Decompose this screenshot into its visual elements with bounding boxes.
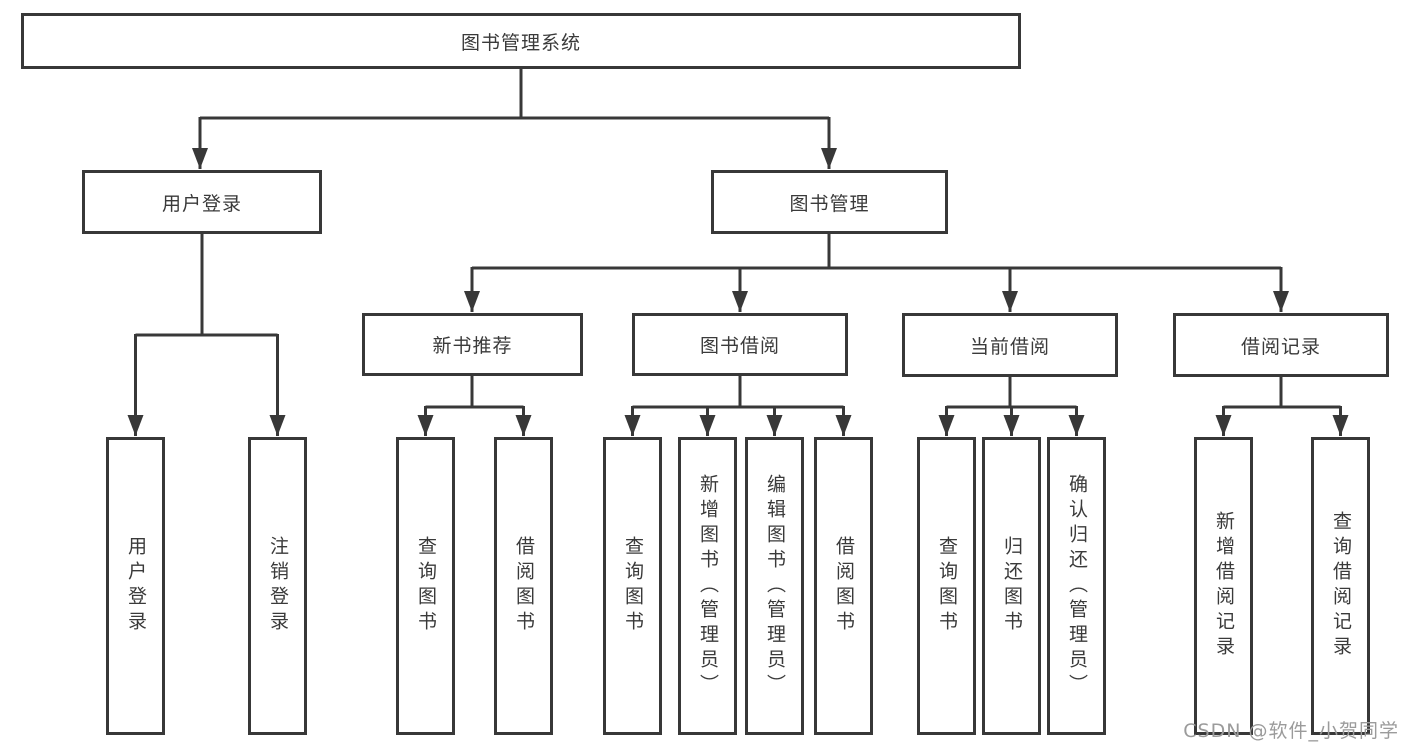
leaf-query-books-borrow-label: 查询图书 [622, 536, 644, 636]
leaf-query-books-borrow: 查询图书 [603, 437, 662, 735]
leaf-user-login: 用户登录 [106, 437, 165, 735]
leaf-query-borrow-record: 查询借阅记录 [1311, 437, 1370, 735]
leaf-user-login-label: 用户登录 [125, 536, 147, 636]
node-book-borrow: 图书借阅 [632, 313, 848, 376]
leaf-query-books-current: 查询图书 [917, 437, 976, 735]
leaf-borrow-books-recommend: 借阅图书 [494, 437, 553, 735]
leaf-query-books-current-label: 查询图书 [936, 536, 958, 636]
leaf-query-books-recommend: 查询图书 [396, 437, 455, 735]
node-current-borrow-label: 当前借阅 [969, 335, 1050, 358]
leaf-return-book: 归还图书 [982, 437, 1041, 735]
node-root: 图书管理系统 [21, 13, 1021, 69]
node-new-book-recommend-label: 新书推荐 [432, 335, 513, 357]
leaf-add-book-admin: 新增图书（管理员） [678, 437, 737, 735]
node-user-login: 用户登录 [82, 170, 322, 234]
leaf-logout: 注销登录 [248, 437, 307, 735]
node-borrow-records-label: 借阅记录 [1240, 335, 1321, 358]
leaf-borrow-books-label: 借阅图书 [833, 536, 855, 636]
node-new-book-recommend: 新书推荐 [362, 313, 583, 376]
watermark: CSDN @软件_小贺同学 [1183, 720, 1399, 742]
leaf-confirm-return-admin: 确认归还（管理员） [1047, 437, 1106, 735]
leaf-logout-label: 注销登录 [267, 536, 289, 636]
leaf-borrow-books: 借阅图书 [814, 437, 873, 735]
node-current-borrow: 当前借阅 [902, 313, 1118, 377]
leaf-confirm-return-admin-label: 确认归还（管理员） [1066, 473, 1088, 699]
node-borrow-records: 借阅记录 [1173, 313, 1389, 377]
node-user-login-label: 用户登录 [161, 192, 242, 215]
node-book-borrow-label: 图书借阅 [699, 335, 780, 357]
leaf-add-borrow-record-label: 新增借阅记录 [1213, 511, 1235, 661]
node-book-management: 图书管理 [711, 170, 948, 234]
leaf-add-borrow-record: 新增借阅记录 [1194, 437, 1253, 735]
node-book-management-label: 图书管理 [789, 192, 870, 215]
leaf-return-book-label: 归还图书 [1001, 536, 1023, 636]
leaf-edit-book-admin-label: 编辑图书（管理员） [764, 473, 786, 699]
leaf-query-borrow-record-label: 查询借阅记录 [1330, 511, 1352, 661]
leaf-query-books-recommend-label: 查询图书 [415, 536, 437, 636]
node-root-label: 图书管理系统 [460, 31, 581, 54]
leaf-edit-book-admin: 编辑图书（管理员） [745, 437, 804, 735]
leaf-borrow-books-recommend-label: 借阅图书 [513, 536, 535, 636]
leaf-add-book-admin-label: 新增图书（管理员） [697, 473, 719, 699]
